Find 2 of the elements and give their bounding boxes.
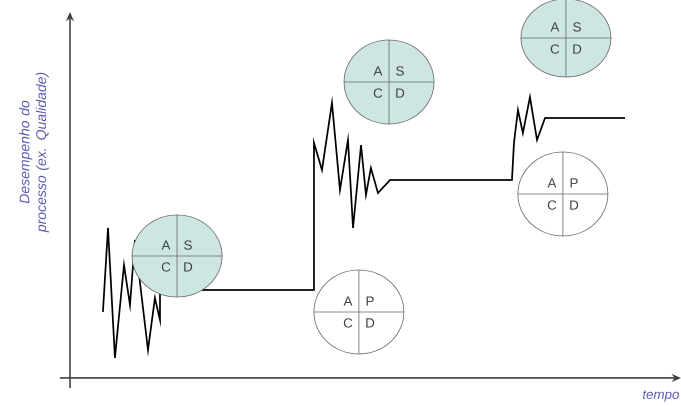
axis-label: tempo	[642, 390, 679, 402]
axis-label: Desempenho do processo (ex. Qualidade)	[19, 72, 49, 233]
